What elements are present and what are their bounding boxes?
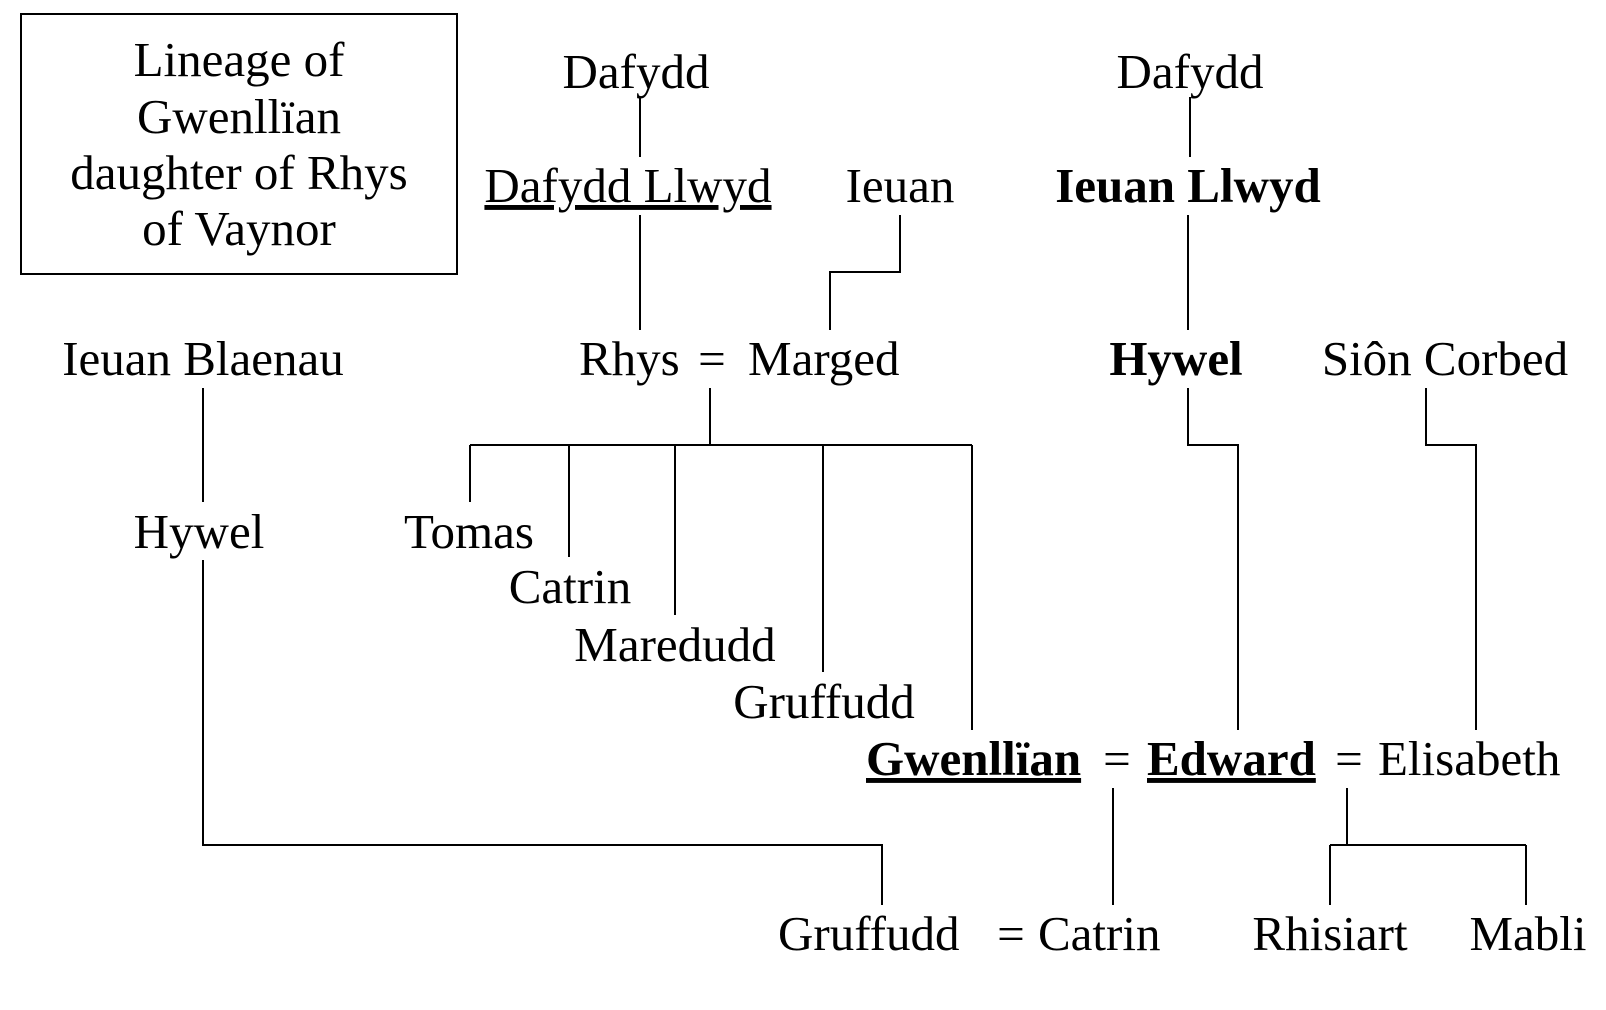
person-hywel-bold: Hywel <box>1109 331 1242 386</box>
person-gruffudd-child: Gruffudd <box>733 674 914 729</box>
person-sion-corbed: Siôn Corbed <box>1322 331 1568 386</box>
person-edward: Edward <box>1147 731 1316 786</box>
person-elisabeth: Elisabeth <box>1378 731 1560 786</box>
person-dafydd-left: Dafydd <box>563 44 710 99</box>
line-hywel-to-gruffudd <box>202 560 883 905</box>
person-dafydd-llwyd: Dafydd Llwyd <box>484 158 771 213</box>
person-rhisiart: Rhisiart <box>1252 906 1408 961</box>
person-dafydd-right: Dafydd <box>1117 44 1264 99</box>
person-catrin-child: Catrin <box>509 559 631 614</box>
person-catrin-spouse: Catrin <box>1038 906 1160 961</box>
marriage-sign-gruffudd-catrin: = <box>997 906 1025 961</box>
person-ieuan-llwyd: Ieuan Llwyd <box>1055 158 1321 213</box>
line-ieuan-to-marged <box>829 215 901 330</box>
title-line-1: Lineage of <box>134 32 346 87</box>
person-ieuan-blaenau: Ieuan Blaenau <box>62 331 344 386</box>
person-gwenllian: Gwenllïan <box>866 731 1081 786</box>
person-mabli: Mabli <box>1469 906 1586 961</box>
person-gruffudd-spouse: Gruffudd <box>778 906 959 961</box>
person-rhys: Rhys <box>579 331 680 386</box>
marriage-sign-gwenllian-edward: = <box>1103 731 1131 786</box>
person-ieuan: Ieuan <box>846 158 955 213</box>
marriage-sign-rhys-marged: = <box>698 331 726 386</box>
person-tomas: Tomas <box>404 504 534 559</box>
line-sion-corbed-to-elisabeth <box>1425 388 1477 730</box>
title-line-2: Gwenllïan <box>137 89 341 144</box>
marriage-sign-edward-elisabeth: = <box>1335 731 1363 786</box>
line-hywel-to-edward <box>1187 388 1239 730</box>
title-line-4: of Vaynor <box>142 201 336 256</box>
person-maredudd: Maredudd <box>574 617 775 672</box>
person-hywel-left: Hywel <box>134 504 265 559</box>
person-marged: Marged <box>748 331 900 386</box>
title-line-3: daughter of Rhys <box>70 145 408 200</box>
title-box <box>20 13 458 275</box>
